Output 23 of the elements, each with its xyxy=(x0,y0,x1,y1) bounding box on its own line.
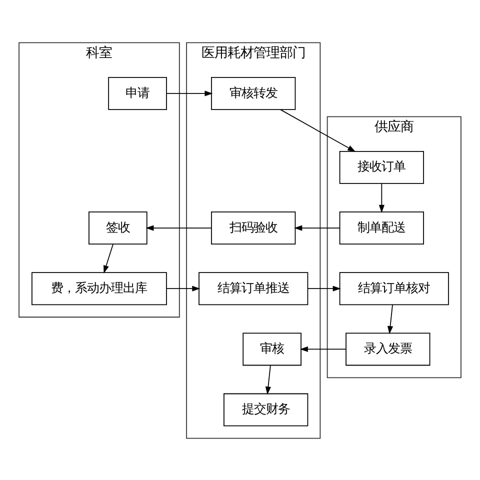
node-box: 结算订单推送 xyxy=(198,272,308,305)
arrow xyxy=(387,304,394,334)
node-box: 审核转发 xyxy=(211,76,296,110)
arrow xyxy=(307,285,341,291)
arrow xyxy=(300,346,346,352)
node-box: 申请 xyxy=(108,76,167,110)
node-box: 费，系动办理出库 xyxy=(32,272,167,305)
node-box: 录入发票 xyxy=(346,332,430,366)
node-box: 签收 xyxy=(88,211,148,244)
arrow xyxy=(166,285,200,291)
arrow xyxy=(146,224,212,230)
node-box: 接收订单 xyxy=(339,150,424,184)
arrow xyxy=(378,182,384,212)
node-box: 审核 xyxy=(242,332,302,366)
arrow xyxy=(104,243,114,273)
node-box: 制单配送 xyxy=(339,211,424,244)
arrow xyxy=(280,108,356,152)
arrow xyxy=(294,224,340,230)
arrow xyxy=(166,90,213,96)
arrow xyxy=(265,364,271,394)
node-box: 结算订单核对 xyxy=(339,272,449,305)
node-box: 提交财务 xyxy=(224,392,308,426)
node-box: 扫码验收 xyxy=(211,211,296,244)
